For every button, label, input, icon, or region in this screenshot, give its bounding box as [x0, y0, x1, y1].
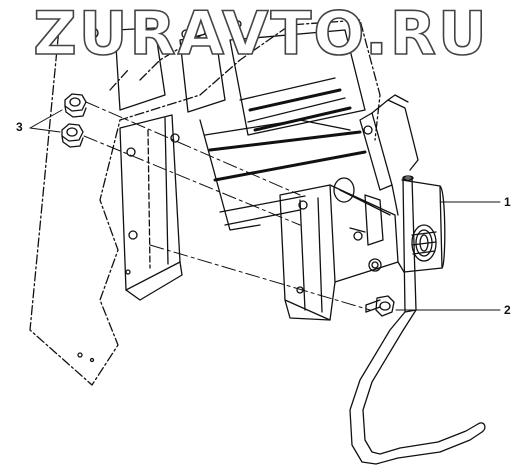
alignment-lines — [83, 101, 371, 311]
mounting-plate — [119, 114, 183, 301]
callout-part-3: 3 — [16, 120, 23, 134]
watermark: ZURAVTO.RU — [32, 0, 489, 69]
pedal-rod — [349, 175, 486, 465]
body-panel-ribs — [114, 27, 367, 231]
callout-part-1: 1 — [504, 195, 511, 209]
pedal-bracket — [279, 177, 399, 321]
pedal-lever-upper — [359, 94, 419, 216]
nut-upper — [64, 93, 87, 118]
callout-part-2: 2 — [504, 303, 511, 317]
panel-holes — [77, 20, 242, 363]
bolt — [365, 258, 395, 317]
body-panel — [29, 17, 381, 386]
leader-lines — [29, 109, 501, 311]
spring-housing — [397, 179, 446, 273]
nut-lower — [61, 123, 84, 148]
